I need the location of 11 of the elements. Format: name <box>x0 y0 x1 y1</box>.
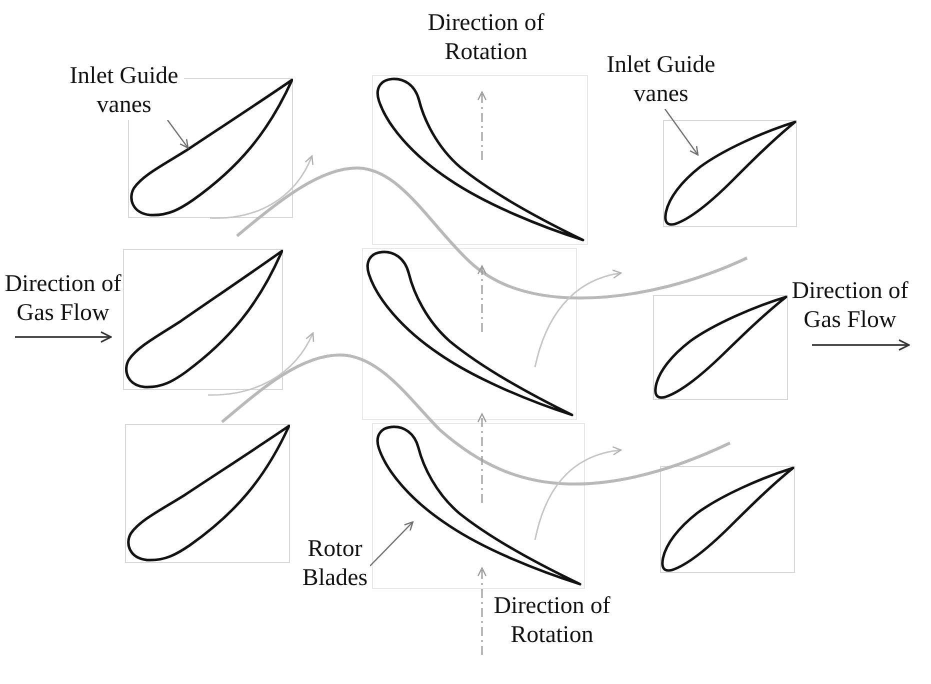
airfoil-blade-drawing <box>125 424 290 563</box>
airfoil-blade-drawing <box>123 249 283 390</box>
airfoil-blade-drawing <box>372 75 588 245</box>
airfoil-blade-drawing <box>660 466 795 573</box>
leader-arrow <box>370 521 414 566</box>
airfoil-blade-drawing <box>372 423 585 589</box>
leader-arrow <box>664 108 699 156</box>
airfoil-blade-drawing <box>653 295 788 400</box>
airfoil-blade-drawing <box>663 120 797 227</box>
leader-arrow <box>166 120 189 149</box>
airfoil-blade-drawing <box>362 248 577 420</box>
